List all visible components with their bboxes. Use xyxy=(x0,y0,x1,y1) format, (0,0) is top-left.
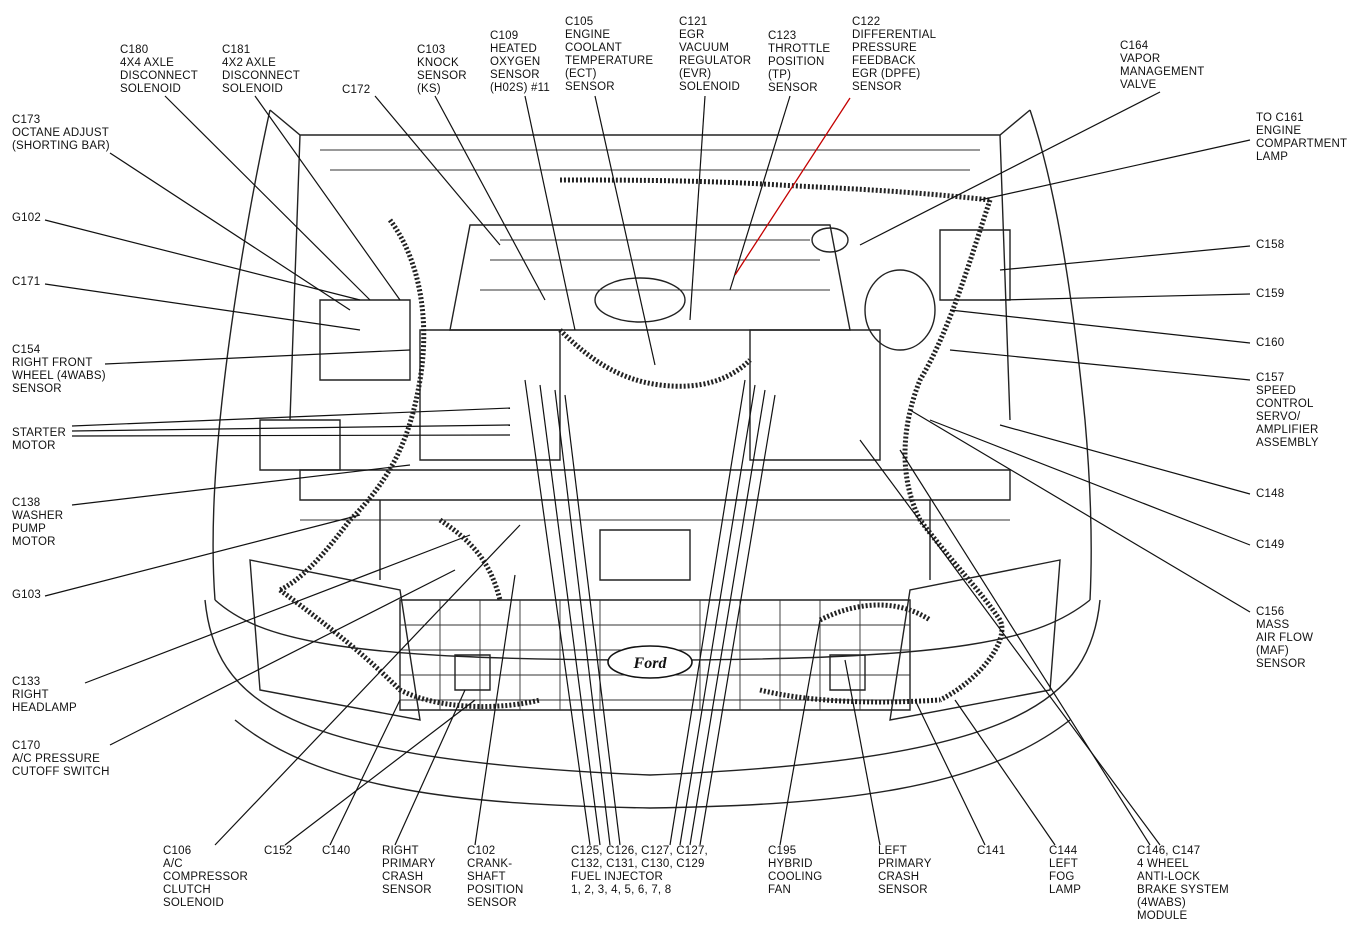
leader-lines xyxy=(44,91,1251,846)
label-c159: C159 xyxy=(1256,288,1285,300)
label-c154: C154 RIGHT FRONT WHEEL (4WABS) SENSOR xyxy=(12,344,106,395)
label-c149: C149 xyxy=(1256,539,1285,551)
label-c172: C172 xyxy=(342,84,371,96)
label-c141: C141 xyxy=(977,845,1006,857)
label-c181: C181 4X2 AXLE DISCONNECT SOLENOID xyxy=(222,44,301,95)
label-fuel-injectors: C125, C126, C127, C127, C132, C131, C130… xyxy=(571,845,708,896)
label-c109: C109 HEATED OXYGEN SENSOR (H02S) #11 xyxy=(490,30,550,94)
label-c157: C157 SPEED CONTROL SERVO/ AMPLIFIER ASSE… xyxy=(1256,372,1319,449)
label-right-primary-crash-sensor: RIGHT PRIMARY CRASH SENSOR xyxy=(382,845,436,896)
label-c170: C170 A/C PRESSURE CUTOFF SWITCH xyxy=(12,740,110,778)
label-c152: C152 xyxy=(264,845,293,857)
label-c140: C140 xyxy=(322,845,351,857)
label-c103: C103 KNOCK SENSOR (KS) xyxy=(417,44,467,95)
vehicle-outline xyxy=(204,109,1101,809)
label-c148: C148 xyxy=(1256,488,1285,500)
label-c180: C180 4X4 AXLE DISCONNECT SOLENOID xyxy=(120,44,199,95)
label-c133: C133 RIGHT HEADLAMP xyxy=(12,676,77,714)
label-to-c161: TO C161 ENGINE COMPARTMENT LAMP xyxy=(1256,112,1348,163)
ford-badge: Ford xyxy=(607,645,693,679)
label-g103: G103 xyxy=(12,589,41,601)
label-starter-motor: STARTER MOTOR xyxy=(12,427,67,452)
label-c173: C173 OCTANE ADJUST (SHORTING BAR) xyxy=(12,114,110,152)
label-c123: C123 THROTTLE POSITION (TP) SENSOR xyxy=(768,30,831,94)
label-c146-c147: C146, C147 4 WHEEL ANTI-LOCK BRAKE SYSTE… xyxy=(1137,845,1229,922)
engine-components xyxy=(259,224,1011,691)
ford-badge-text: Ford xyxy=(633,655,668,672)
label-c105: C105 ENGINE COOLANT TEMPERATURE (ECT) SE… xyxy=(565,16,654,93)
label-c164: C164 VAPOR MANAGEMENT VALVE xyxy=(1120,40,1205,91)
wiring-harnesses xyxy=(278,177,1005,710)
label-c102: C102 CRANK- SHAFT POSITION SENSOR xyxy=(467,845,524,909)
label-c121: C121 EGR VACUUM REGULATOR (EVR) SOLENOID xyxy=(679,16,752,93)
label-c195: C195 HYBRID COOLING FAN xyxy=(768,845,823,896)
label-c106: C106 A/C COMPRESSOR CLUTCH SOLENOID xyxy=(163,845,249,909)
label-g102: G102 xyxy=(12,212,41,224)
label-c122: C122 DIFFERENTIAL PRESSURE FEEDBACK EGR … xyxy=(852,16,937,93)
label-c144: C144 LEFT FOG LAMP xyxy=(1049,845,1082,896)
label-c138: C138 WASHER PUMP MOTOR xyxy=(12,497,64,548)
label-left-primary-crash-sensor: LEFT PRIMARY CRASH SENSOR xyxy=(878,845,932,896)
label-c156: C156 MASS AIR FLOW (MAF) SENSOR xyxy=(1256,606,1314,670)
label-c160: C160 xyxy=(1256,337,1285,349)
label-c171: C171 xyxy=(12,276,41,288)
label-c158: C158 xyxy=(1256,239,1285,251)
